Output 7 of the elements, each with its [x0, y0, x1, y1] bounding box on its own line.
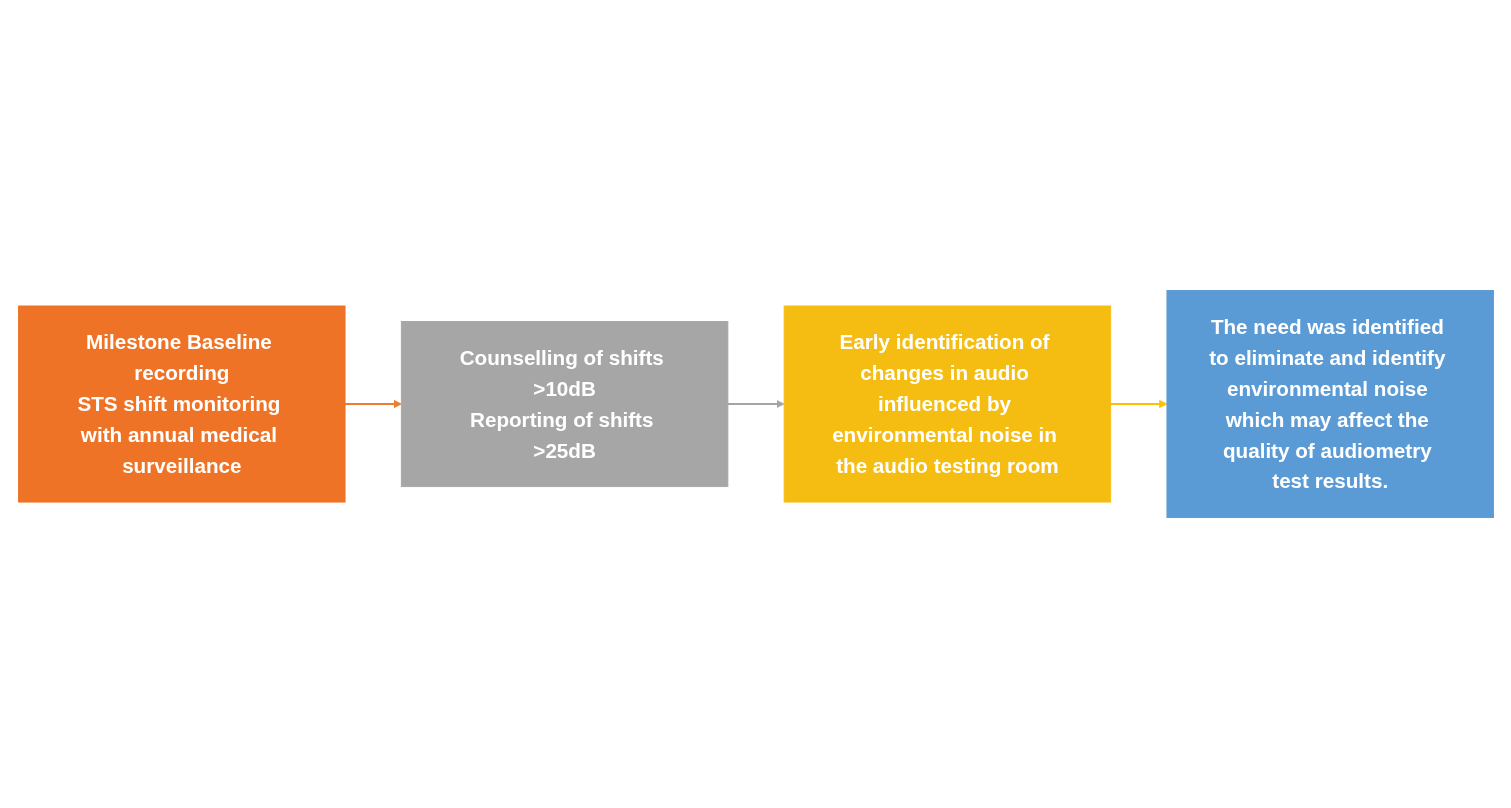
node-box: The need was identified to eliminate and identify environmental noise which may affect the quality of audiometry test results. [1165, 290, 1494, 518]
arrow [1109, 399, 1167, 409]
arrow [726, 399, 784, 409]
node-box: Early identification of changes in audio influenced by environmental noise in the audio testing room [783, 305, 1111, 503]
node-box: Milestone Baseline recording STS shift monitoring with annual medical surveillance [17, 305, 346, 503]
arrow [343, 399, 402, 409]
node-box: Counselling of shifts >10dB Reporting of shifts >25dB [400, 320, 728, 488]
